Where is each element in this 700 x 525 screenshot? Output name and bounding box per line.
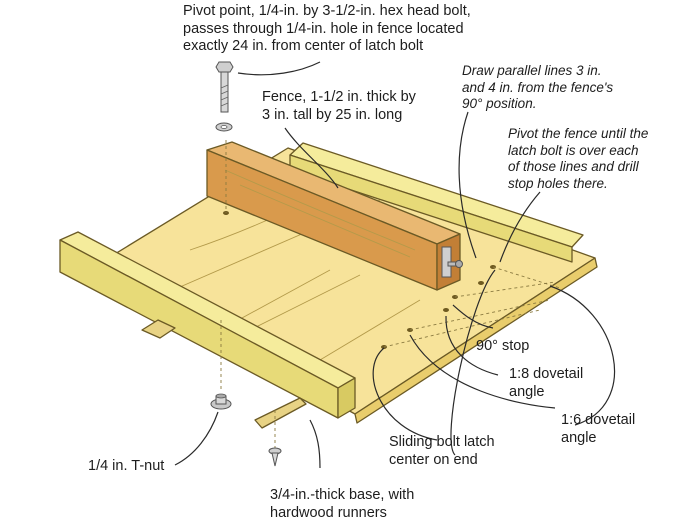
front-rail-end bbox=[337, 377, 356, 419]
t-nut-icon bbox=[210, 393, 232, 410]
base-front-edge bbox=[354, 257, 598, 424]
hex-bolt-icon bbox=[215, 61, 234, 113]
runner-right bbox=[254, 397, 307, 429]
stop-90-label: 90° stop bbox=[476, 338, 530, 354]
fence-label: Fence, 1-1/2 in. thick by 3 in. tall by … bbox=[262, 89, 416, 123]
stop-hole bbox=[443, 308, 449, 312]
dovetail-1-6-label: 1:6 dovetail angle bbox=[561, 412, 636, 446]
t-nut-label: 1/4 in. T-nut bbox=[88, 458, 165, 474]
runner-left bbox=[141, 319, 176, 339]
dovetail-1-8-label: 1:8 dovetail angle bbox=[509, 366, 584, 400]
latch-bolt-icon bbox=[441, 246, 463, 278]
washer-icon bbox=[215, 122, 233, 132]
pivot-point-label: Pivot point, 1/4-in. by 3-1/2-in. hex he… bbox=[183, 3, 471, 54]
leader-lines bbox=[174, 61, 616, 469]
pivot-fence-note: Pivot the fence until the latch bolt is … bbox=[508, 126, 649, 191]
screw-icon bbox=[268, 447, 282, 467]
parallel-lines-note: Draw parallel lines 3 in. and 4 in. from… bbox=[462, 63, 614, 111]
latch-label: Sliding bolt latch center on end bbox=[389, 434, 495, 468]
base-label: 3/4-in.-thick base, with hardwood runner… bbox=[270, 487, 415, 521]
alignment-lines bbox=[220, 140, 561, 448]
stop-hole bbox=[478, 281, 484, 285]
fence-grain bbox=[224, 169, 416, 258]
